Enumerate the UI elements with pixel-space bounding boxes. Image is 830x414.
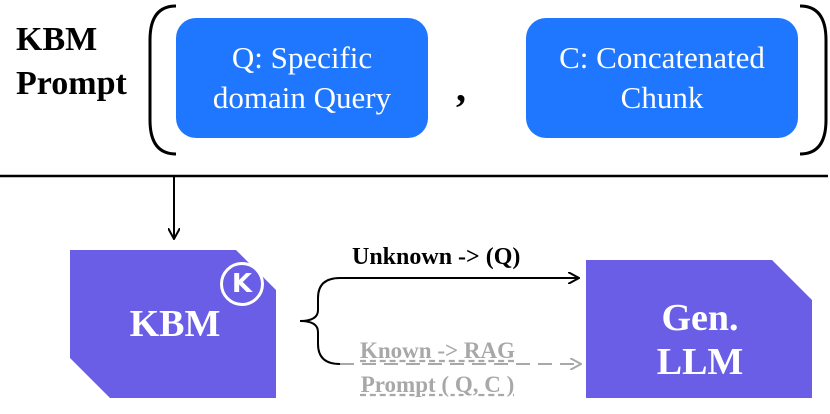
kbm-prompt-title: KBM Prompt (16, 18, 146, 106)
prompt-separator: , (456, 65, 466, 110)
right-parenthesis (799, 4, 828, 156)
query-box: Q: Specific domain Query (176, 18, 428, 138)
branch-brace (299, 277, 341, 365)
chunk-box-line2: Chunk (620, 80, 704, 115)
query-box-line2: domain Query (212, 80, 392, 115)
kbm-label: KBM (129, 303, 221, 345)
unknown-route-label: Unknown -> (Q) (352, 244, 521, 270)
known-route-label: Known -> RAG Prompt ( Q, C ) (360, 334, 515, 402)
gen-llm-shape (586, 260, 812, 398)
query-box-line1: Q: Specific (231, 40, 373, 75)
circled-k-icon: K (220, 262, 264, 306)
gen-llm-line2: LLM (656, 341, 744, 383)
left-parenthesis (148, 4, 177, 156)
chunk-box-line1: C: Concatenated (559, 40, 765, 75)
kbm-prompt-title-line1: KBM (16, 21, 98, 58)
known-route-line1: Known -> RAG (360, 338, 515, 363)
known-route-line2: Prompt ( Q, C ) (360, 372, 515, 397)
kbm-prompt-title-line2: Prompt (16, 65, 127, 102)
chunk-box: C: Concatenated Chunk (526, 18, 798, 138)
gen-llm-label: Gen. LLM (600, 296, 800, 384)
gen-llm-line1: Gen. (661, 297, 739, 339)
